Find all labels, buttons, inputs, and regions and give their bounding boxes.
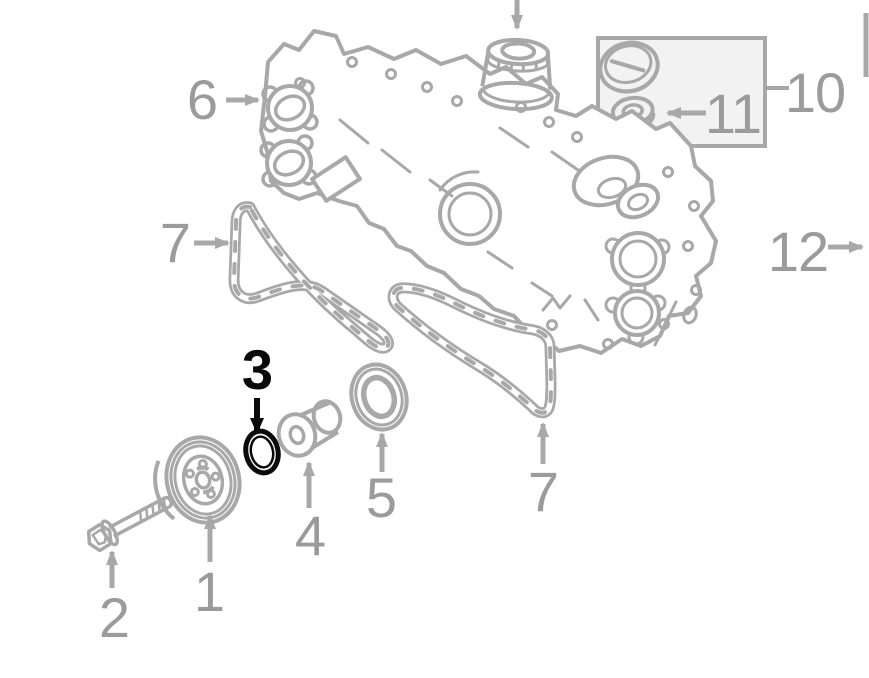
callout-label-11[interactable]: 11	[704, 82, 762, 145]
callout-label-3[interactable]: 3	[241, 338, 273, 401]
timing-chain-left-drawing	[228, 201, 394, 354]
callout-label-1[interactable]: 1	[193, 560, 225, 623]
cam-boss-lower	[259, 134, 318, 188]
cover-bolt-holes	[294, 56, 702, 350]
right-cam-bore-upper	[604, 231, 671, 297]
crank-bolt-drawing	[86, 495, 174, 553]
oil-seal-drawing	[349, 362, 409, 432]
callout-label-5[interactable]: 5	[365, 466, 397, 529]
cover-ribs	[338, 118, 678, 347]
oring-drawing[interactable]	[242, 428, 282, 476]
callout-label-4[interactable]: 4	[294, 504, 326, 567]
callout-label-2[interactable]: 2	[98, 586, 130, 649]
timing-cover-drawing	[259, 29, 718, 355]
crank-boss	[438, 170, 502, 246]
callout-label-7b[interactable]: 7	[527, 460, 559, 523]
right-cam-bore-lower	[604, 289, 667, 346]
callout-label-7a[interactable]: 7	[159, 211, 191, 274]
callout-arrows	[106, 0, 869, 588]
oil-filler-cap-drawing	[598, 40, 660, 94]
callout-label-6[interactable]: 6	[186, 68, 218, 131]
pump-boss	[571, 154, 661, 220]
spacer-drawing	[276, 399, 343, 458]
callout-label-10[interactable]: 10	[784, 61, 846, 124]
crank-pulley-drawing	[153, 435, 242, 525]
cam-boss-upper	[261, 79, 319, 133]
timing-chain-right-drawing	[387, 282, 557, 419]
callout-label-12[interactable]: 12	[767, 220, 829, 283]
oil-filter-drawing	[477, 37, 554, 112]
